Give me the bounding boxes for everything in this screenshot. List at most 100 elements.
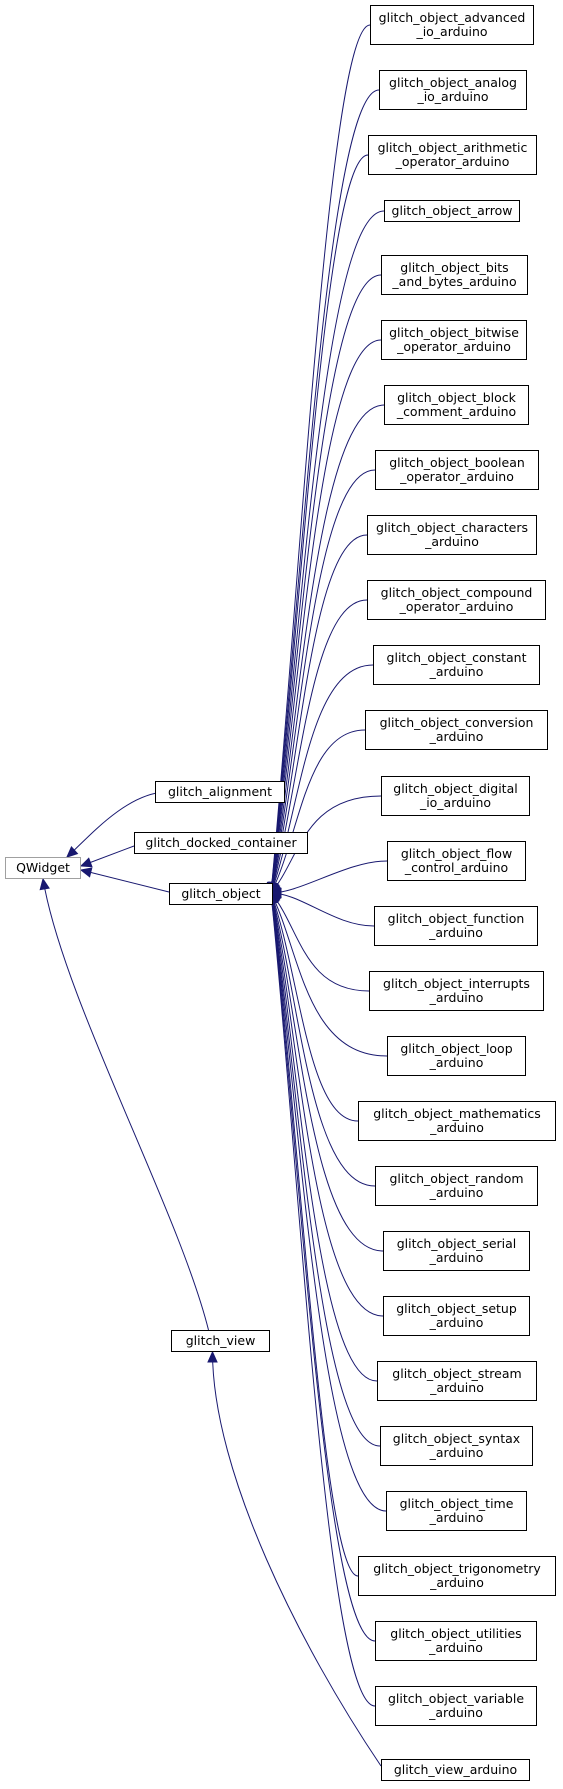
edge-setup-to-glitch-object [270,892,384,1317]
class-node-setup[interactable]: glitch_object_setup_arduino [383,1296,530,1336]
edge-random-to-glitch-object [270,892,376,1187]
class-node-label: glitch_object_loop [400,1041,513,1056]
class-node-flow-control[interactable]: glitch_object_flow_control_arduino [387,841,526,881]
arrowhead-glitch-alignment [66,846,79,858]
class-node-label: glitch_docked_container [145,835,297,850]
edge-serial-to-glitch-object [270,892,384,1252]
edge-arrow-to-glitch-object [270,210,385,894]
class-node-label: _arduino [429,925,483,940]
edge-boolean-to-glitch-object [270,469,376,894]
class-node-label: glitch_object_variable [387,1691,525,1706]
edge-glitch-view-to-qwidget [42,878,209,1331]
class-node-label: _arduino [429,1705,483,1720]
class-node-label: glitch_object_setup [396,1301,517,1316]
edge-conversion-to-glitch-object [270,729,366,894]
class-node-serial[interactable]: glitch_object_serial_arduino [383,1231,530,1271]
edge-constant-to-glitch-object [270,664,374,894]
class-node-label: glitch_object_syntax [392,1431,521,1446]
edge-view-arduino-to-glitch-view [212,1351,382,1767]
class-node-utilities[interactable]: glitch_object_utilities_arduino [375,1621,537,1661]
class-node-label: glitch_object_mathematics [373,1106,541,1121]
class-node-advanced-io[interactable]: glitch_object_advanced_io_arduino [370,5,534,45]
class-node-label: _arduino [429,1445,484,1460]
class-node-label: _arduino [425,534,479,549]
edge-interrupts-to-glitch-object [270,892,370,992]
class-node-label: glitch_object_flow [400,846,513,861]
class-node-bits-bytes[interactable]: glitch_object_bits_and_bytes_arduino [381,255,528,295]
class-node-label: glitch_object_block [397,390,516,405]
class-node-label: glitch_object_time [399,1496,514,1511]
class-node-interrupts[interactable]: glitch_object_interrupts_arduino [369,971,544,1011]
class-node-boolean[interactable]: glitch_object_boolean_operator_arduino [375,450,539,490]
class-node-compound[interactable]: glitch_object_compound_operator_arduino [367,580,546,620]
class-node-label: glitch_view_arduino [393,1762,518,1777]
class-node-label: _arduino [429,729,484,744]
class-node-label: _arduino [429,664,484,679]
class-node-analog-io[interactable]: glitch_object_analog_io_arduino [379,70,527,110]
class-node-loop[interactable]: glitch_object_loop_arduino [387,1036,526,1076]
class-node-label: glitch_object_constant [386,650,527,665]
class-node-qwidget[interactable]: QWidget [5,857,81,879]
class-node-glitch-view[interactable]: glitch_view [171,1330,270,1352]
class-node-label: glitch_object_utilities [390,1626,522,1641]
class-node-stream[interactable]: glitch_object_stream_arduino [377,1361,537,1401]
class-node-label: QWidget [16,860,70,875]
class-node-label: glitch_alignment [168,784,272,799]
class-node-arithmetic[interactable]: glitch_object_arithmetic_operator_arduin… [368,135,537,175]
class-node-arrow[interactable]: glitch_object_arrow [384,200,520,222]
class-node-label: _arduino [429,1250,484,1265]
class-node-bitwise[interactable]: glitch_object_bitwise_operator_arduino [381,320,527,360]
class-node-label: _io_arduino [416,24,488,39]
class-node-label: _comment_arduino [396,404,517,419]
class-node-label: glitch_object_random [389,1171,524,1186]
class-node-label: _arduino [429,1055,484,1070]
edge-analog-io-to-glitch-object [270,89,380,894]
edge-syntax-to-glitch-object [270,892,381,1447]
edge-function-to-glitch-object [270,892,375,927]
class-node-digital-io[interactable]: glitch_object_digital_io_arduino [381,776,530,816]
edge-mathematics-to-glitch-object [270,892,359,1122]
class-node-label: glitch_object_advanced [378,10,526,25]
class-node-label: glitch_object_stream [392,1366,522,1381]
class-node-label: glitch_object_arithmetic [377,140,528,155]
class-node-glitch-object[interactable]: glitch_object [169,883,273,905]
arrowhead-view-arduino [207,1350,218,1363]
class-node-variable[interactable]: glitch_object_variable_arduino [375,1686,537,1726]
class-node-label: _arduino [430,1575,484,1590]
edge-digital-io-to-glitch-object [270,795,382,894]
class-node-label: glitch_object_digital [393,781,518,796]
class-node-label: glitch_object_conversion [379,715,534,730]
class-node-conversion[interactable]: glitch_object_conversion_arduino [365,710,548,750]
class-node-label: _control_arduino [404,860,509,875]
arrowhead-glitch-view [39,877,50,891]
class-node-label: _arduino [429,1510,484,1525]
class-node-label: glitch_object_serial [396,1236,517,1251]
class-node-label: glitch_object_characters [376,520,528,535]
class-node-label: _arduino [429,1185,484,1200]
class-node-characters[interactable]: glitch_object_characters_arduino [367,515,537,555]
class-node-glitch-alignment[interactable]: glitch_alignment [155,781,285,803]
class-node-view-arduino[interactable]: glitch_view_arduino [381,1759,530,1781]
class-node-label: _operator_arduino [399,599,514,614]
class-node-block-comment[interactable]: glitch_object_block_comment_arduino [384,385,529,425]
class-node-label: glitch_view [185,1333,256,1348]
class-node-label: _arduino [429,990,484,1005]
edge-block-comment-to-glitch-object [270,404,385,894]
edge-trigonometry-to-glitch-object [270,892,359,1577]
class-node-trigonometry[interactable]: glitch_object_trigonometry_arduino [358,1556,556,1596]
class-node-glitch-docked-container[interactable]: glitch_docked_container [134,832,308,854]
class-node-label: _arduino [430,1120,484,1135]
class-node-syntax[interactable]: glitch_object_syntax_arduino [380,1426,533,1466]
class-node-time[interactable]: glitch_object_time_arduino [386,1491,527,1531]
class-node-label: _operator_arduino [397,339,511,354]
class-node-function[interactable]: glitch_object_function_arduino [374,906,538,946]
edge-glitch-object-to-qwidget [80,869,170,893]
class-node-mathematics[interactable]: glitch_object_mathematics_arduino [358,1101,556,1141]
arrowhead-glitch-object [79,867,93,878]
class-node-label: _arduino [429,1640,483,1655]
edge-flow-control-to-glitch-object [270,860,388,894]
class-node-label: glitch_object_trigonometry [373,1561,541,1576]
class-node-random[interactable]: glitch_object_random_arduino [375,1166,538,1206]
class-node-constant[interactable]: glitch_object_constant_arduino [373,645,540,685]
